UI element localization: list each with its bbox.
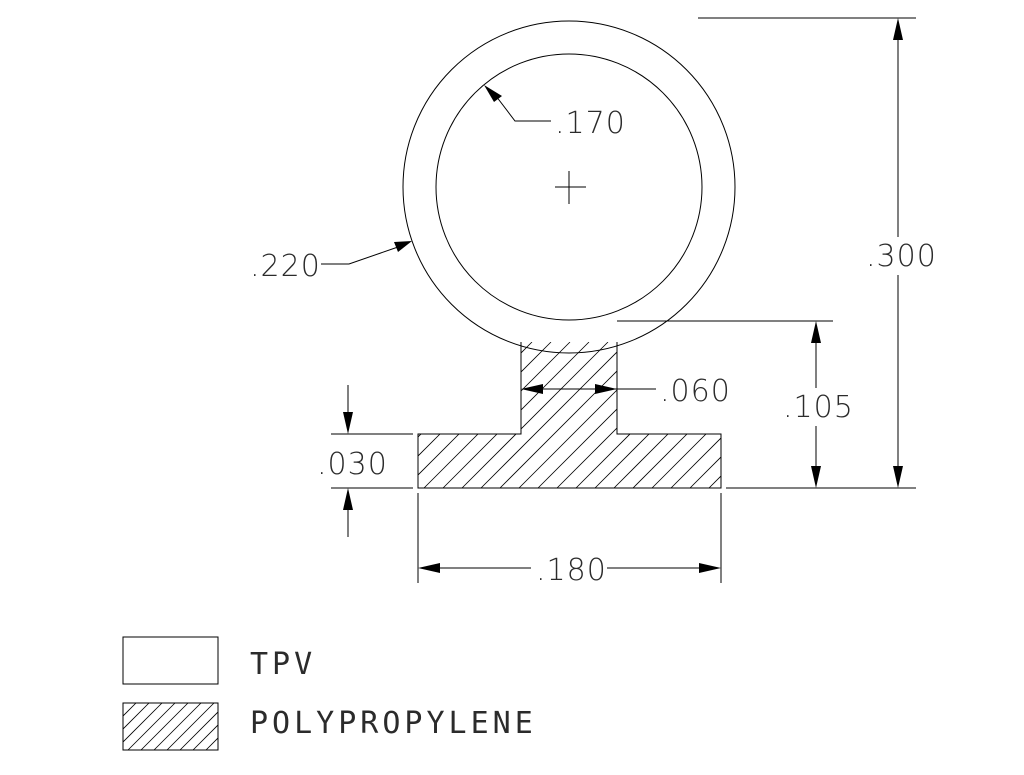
leader-inner-diameter [495,95,551,122]
dim-flange-thickness: .030 [317,447,388,482]
hatch-line [153,703,202,750]
hatch-line [418,342,514,488]
hatch-line [127,703,176,750]
hatch-line [613,342,721,488]
arrow-width-right [699,563,721,573]
arrow-outer-diameter [394,241,412,252]
dim-outer-diameter: .220 [250,249,321,284]
legend-polypropylene-label: POLYPROPYLENE [250,706,537,741]
hatch-line [556,342,704,488]
hatch-line [123,703,150,730]
arrow-flange-top [343,412,353,434]
arrow-stem-left [521,384,543,394]
hatch-line [123,703,163,743]
arrow-base-top [811,321,821,343]
hatch-line [418,342,533,488]
hatch-line [575,342,721,488]
hatch-line [423,342,571,488]
hatch-line [518,342,666,488]
legend-tpv-swatch [122,636,219,685]
hatch-line [166,703,215,750]
arrow-base-bottom [811,466,821,488]
dim-inner-diameter: .170 [555,106,626,141]
legend-polypropylene-hatch [123,703,218,750]
hatch-line [418,342,552,488]
hatch-line [192,724,218,750]
hatch-line [205,737,218,750]
arrow-overall-bottom [893,466,903,488]
hatch-line [123,703,137,717]
hatch-line [537,342,685,488]
polypropylene-base-outline [417,342,722,489]
hatch-line [123,703,124,704]
hatch-line [651,342,721,488]
tpv-inner-circle [435,53,703,321]
hatch-line [461,342,609,488]
dim-stem-width: .060 [660,374,731,409]
leader-outer-diameter [321,246,399,265]
hatch-line [499,342,647,488]
arrow-overall-top [893,18,903,40]
hatch-line [670,342,721,488]
hatch-line [689,342,721,488]
legend-tpv-label: TPV [250,647,316,682]
dim-base-width: .180 [536,553,607,588]
arrow-inner-diameter [484,85,502,102]
hatch-line [842,342,988,488]
hatch-line [480,342,628,488]
hatch-line [140,703,189,750]
legend-polypropylene-swatch [122,702,219,751]
hatch-line [442,342,590,488]
arrow-stem-right [595,384,617,394]
hatch-line [179,711,218,750]
dim-overall-height: .300 [866,239,937,274]
arrow-width-left [418,563,440,573]
arrow-flange-bottom [343,488,353,510]
tpv-outer-circle [402,20,736,354]
dim-base-height: .105 [783,390,854,425]
hatch-line [861,342,1007,488]
hatch-line [632,342,721,488]
